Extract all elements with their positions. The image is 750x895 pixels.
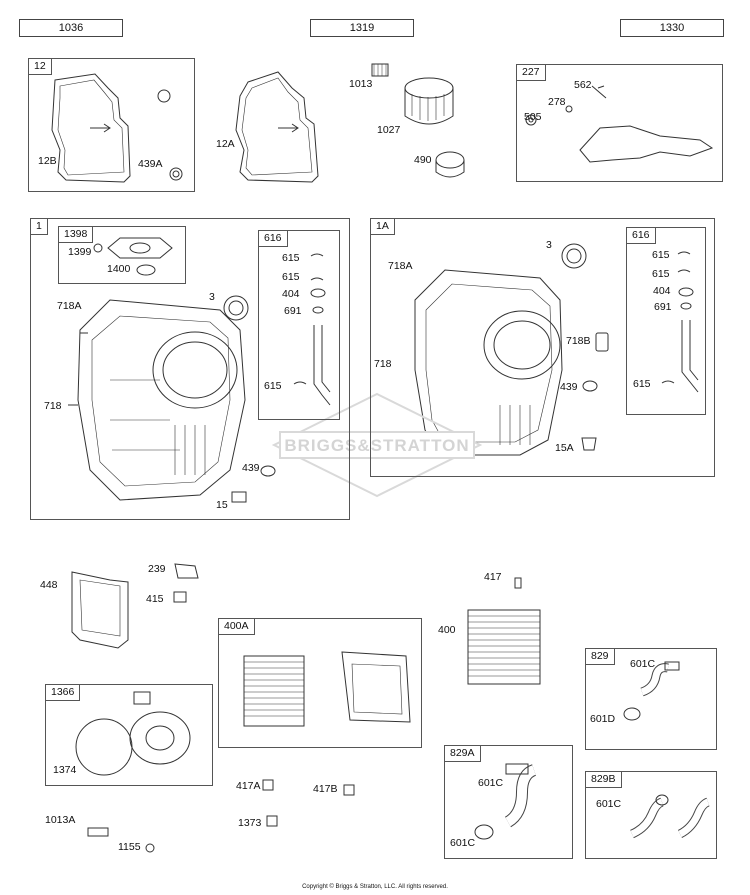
- briggs-stratton-watermark: BRIGGS&STRATTON: [272, 392, 482, 498]
- part-label: 1155: [118, 841, 141, 853]
- header-1319: 1319: [310, 19, 414, 37]
- part-label: 718: [374, 358, 392, 370]
- crankcase-1-drawing: [77, 299, 246, 501]
- gasket-12a-drawing: [235, 71, 319, 183]
- part-label: 3: [546, 239, 552, 251]
- part-label: 400: [438, 624, 456, 636]
- crankcase-1a-drawing: [414, 269, 563, 456]
- part-label: 1027: [377, 124, 401, 136]
- copyright: Copyright © Briggs & Stratton, LLC. All …: [302, 884, 448, 890]
- part-label: 439: [242, 462, 260, 474]
- part-label: 601C: [630, 658, 656, 670]
- part-label: 505: [524, 111, 542, 123]
- part-label: 1400: [107, 263, 131, 275]
- part-label: 439: [560, 381, 578, 393]
- bracket-448-drawing: [71, 571, 129, 649]
- part-label: 15: [216, 499, 228, 511]
- box-1a: 1A: [370, 218, 715, 477]
- part-label: 1373: [238, 817, 262, 829]
- part-label: 615: [633, 378, 651, 390]
- part-label: 12B: [38, 155, 57, 167]
- part-label: 417B: [313, 783, 338, 795]
- box-829b: 829B: [585, 771, 717, 859]
- part-label: 615: [282, 252, 300, 264]
- part-label: 1013: [349, 78, 373, 90]
- box-12-tag: 12: [28, 58, 52, 75]
- part-label: 439A: [138, 158, 163, 170]
- part-label: 3: [209, 291, 215, 303]
- box-1a-tag: 1A: [370, 218, 395, 235]
- part-label: 404: [653, 285, 671, 297]
- governor-616a-drawing: [293, 253, 331, 406]
- part-label: 601C: [450, 837, 476, 849]
- box-616-left: 616: [258, 230, 340, 420]
- box-1-tag: 1: [30, 218, 48, 235]
- part-label: 404: [282, 288, 300, 300]
- part-label: 615: [282, 271, 300, 283]
- box-616-right: 616: [626, 227, 706, 415]
- part-label: 691: [284, 305, 302, 317]
- watermark-text: BRIGGS&STRATTON: [284, 436, 470, 455]
- box-1366-tag: 1366: [45, 684, 81, 701]
- governor-616b-drawing: [661, 251, 699, 393]
- box-829a: 829A: [444, 745, 573, 859]
- part-label: 1013A: [45, 814, 76, 826]
- box-400a-tag: 400A: [218, 618, 255, 635]
- box-1: 1: [30, 218, 350, 520]
- part-label: 718: [44, 400, 62, 412]
- box-1398-tag: 1398: [58, 226, 94, 243]
- seal-3b-drawing: [561, 243, 587, 269]
- header-1036: 1036: [19, 19, 123, 37]
- part-label: 490: [414, 154, 432, 166]
- oil-cooler-400a-drawing: [243, 651, 411, 727]
- part-label: 615: [652, 268, 670, 280]
- part-label: 718A: [57, 300, 82, 312]
- box-829a-tag: 829A: [444, 745, 481, 762]
- part-label: 615: [652, 249, 670, 261]
- part-label: 417A: [236, 780, 261, 792]
- part-label: 448: [40, 579, 58, 591]
- part-label: 601C: [478, 777, 504, 789]
- box-400a: 400A: [218, 618, 422, 748]
- part-label: 1374: [53, 764, 77, 776]
- oil-cooler-400-drawing: [467, 609, 541, 685]
- box-1398: 1398: [58, 226, 186, 284]
- part-label: 718B: [566, 335, 591, 347]
- gasket-12b-drawing: [51, 73, 131, 183]
- fitting-1013-drawing: [371, 63, 389, 77]
- header-1330: 1330: [620, 19, 724, 37]
- box-616-right-tag: 616: [626, 227, 656, 244]
- part-label: 601C: [596, 798, 622, 810]
- box-829: 829: [585, 648, 717, 750]
- box-227: 227: [516, 64, 723, 182]
- bracket-227-drawing: [579, 125, 714, 163]
- part-label: 278: [548, 96, 566, 108]
- box-227-tag: 227: [516, 64, 546, 81]
- box-829b-tag: 829B: [585, 771, 622, 788]
- part-label: 691: [654, 301, 672, 313]
- box-616-left-tag: 616: [258, 230, 288, 247]
- part-label: 12A: [216, 138, 235, 150]
- box-829-tag: 829: [585, 648, 615, 665]
- part-label: 562: [574, 79, 592, 91]
- box-1366: 1366: [45, 684, 213, 786]
- part-label: 415: [146, 593, 164, 605]
- part-label: 615: [264, 380, 282, 392]
- seal-3-drawing: [223, 295, 249, 321]
- part-label: 417: [484, 571, 502, 583]
- bushing-490-drawing: [435, 151, 465, 169]
- part-label: 601D: [590, 713, 616, 725]
- part-label: 239: [148, 563, 166, 575]
- part-label: 1399: [68, 246, 92, 258]
- box-12: 12: [28, 58, 195, 192]
- part-label: 15A: [555, 442, 574, 454]
- part-label: 718A: [388, 260, 413, 272]
